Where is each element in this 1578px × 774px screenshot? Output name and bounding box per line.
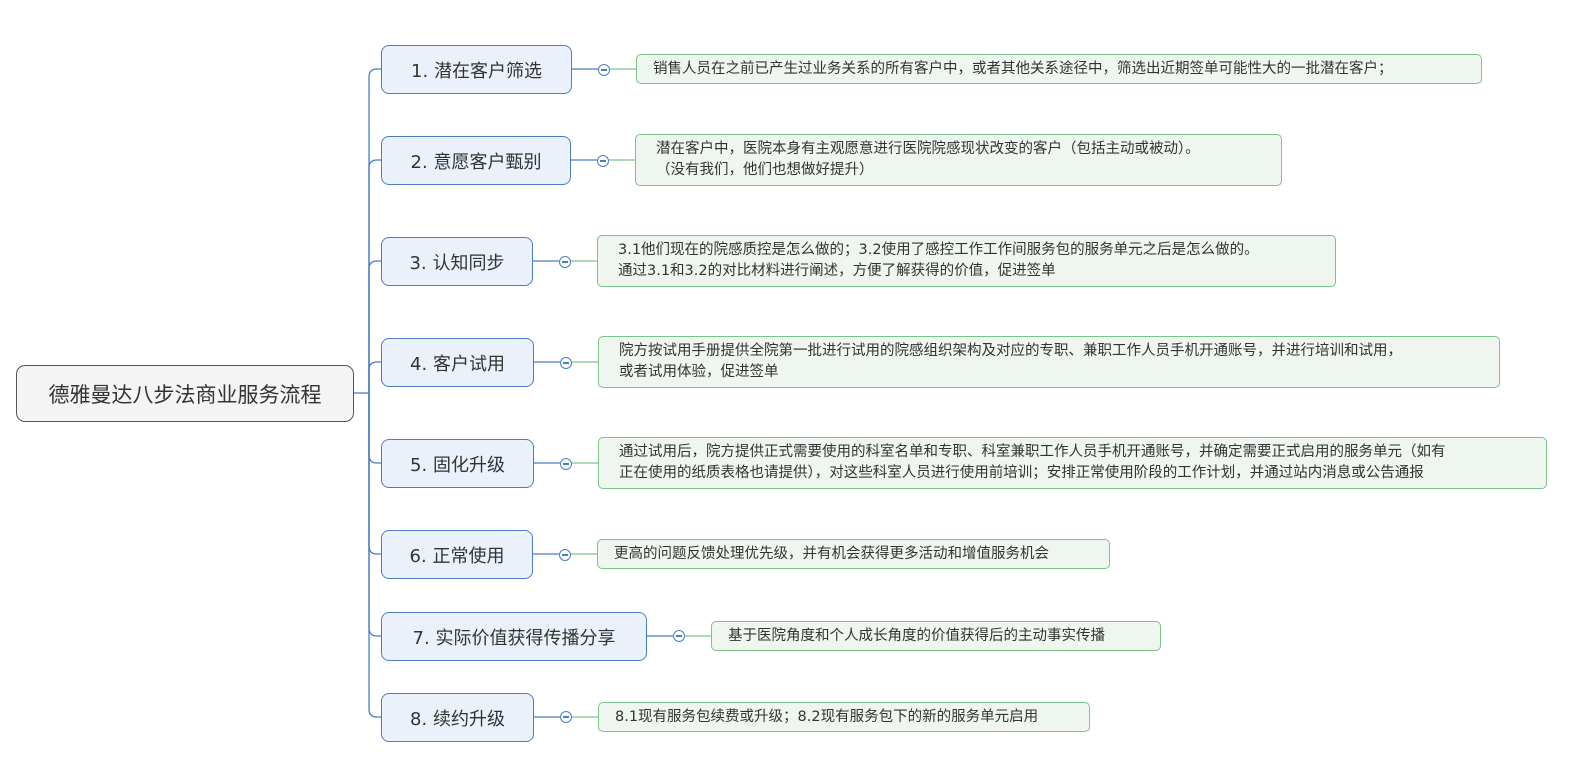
collapse-toggle-5-minus-circle-icon[interactable] — [560, 458, 572, 470]
detail-note-2: 潜在客户中，医院本身有主观愿意进行医院院感现状改变的客户（包括主动或被动）。 （… — [635, 134, 1282, 186]
step-topic-5[interactable]: 5. 固化升级 — [381, 439, 534, 488]
step-label-5: 5. 固化升级 — [410, 454, 505, 476]
detail-line: 通过3.1和3.2的对比材料进行阐述，方便了解获得的价值，促进签单 — [618, 263, 1056, 279]
step-label-8: 8. 续约升级 — [410, 708, 505, 730]
collapse-toggle-4-minus-circle-icon[interactable] — [560, 357, 572, 369]
step-label-3: 3. 认知同步 — [409, 252, 505, 274]
detail-note-8: 8.1现有服务包续费或升级；8.2现有服务包下的新的服务单元启用 — [598, 702, 1090, 732]
collapse-toggle-1-minus-circle-icon[interactable] — [598, 64, 610, 76]
detail-note-3: 3.1他们现在的院感质控是怎么做的；3.2使用了感控工作工作间服务包的服务单元之… — [597, 235, 1336, 287]
step-label-1: 1. 潜在客户筛选 — [411, 60, 542, 82]
branch-connector-4 — [368, 361, 381, 393]
collapse-toggle-6-minus-circle-icon[interactable] — [559, 549, 571, 561]
step-label-7: 7. 实际价值获得传播分享 — [412, 627, 616, 649]
collapse-toggle-2-minus-circle-icon[interactable] — [597, 155, 609, 167]
root-topic[interactable]: 德雅曼达八步法商业服务流程 — [16, 365, 354, 422]
step-topic-6[interactable]: 6. 正常使用 — [381, 530, 533, 579]
detail-line: 销售人员在之前已产生过业务关系的所有客户中，或者其他关系途径中，筛选出近期签单可… — [653, 60, 1393, 77]
collapse-toggle-3-minus-circle-icon[interactable] — [559, 256, 571, 268]
collapse-toggle-7-minus-circle-icon[interactable] — [673, 630, 685, 642]
detail-note-7: 基于医院角度和个人成长角度的价值获得后的主动事实传播 — [711, 621, 1161, 651]
detail-line: 3.1他们现在的院感质控是怎么做的；3.2使用了感控工作工作间服务包的服务单元之… — [618, 242, 1259, 258]
detail-line: 通过试用后，院方提供正式需要使用的科室名单和专职、科室兼职工作人员手机开通账号，… — [619, 444, 1446, 460]
branch-connector-1 — [368, 68, 381, 393]
detail-note-1: 销售人员在之前已产生过业务关系的所有客户中，或者其他关系途径中，筛选出近期签单可… — [636, 54, 1482, 84]
detail-line: 院方按试用手册提供全院第一批进行试用的院感组织架构及对应的专职、兼职工作人员手机… — [619, 343, 1402, 359]
step-topic-7[interactable]: 7. 实际价值获得传播分享 — [381, 612, 647, 661]
detail-line: 或者试用体验，促进签单 — [619, 364, 779, 380]
root-topic-label: 德雅曼达八步法商业服务流程 — [48, 382, 322, 407]
detail-note-4: 院方按试用手册提供全院第一批进行试用的院感组织架构及对应的专职、兼职工作人员手机… — [598, 336, 1500, 388]
step-topic-2[interactable]: 2. 意愿客户甄别 — [381, 136, 571, 185]
detail-line: （没有我们，他们也想做好提升） — [656, 162, 874, 178]
collapse-toggle-8-minus-circle-icon[interactable] — [560, 711, 572, 723]
detail-note-5: 通过试用后，院方提供正式需要使用的科室名单和专职、科室兼职工作人员手机开通账号，… — [598, 437, 1547, 489]
detail-line: 正在使用的纸质表格也请提供），对这些科室人员进行使用前培训；安排正常使用阶段的工… — [619, 465, 1424, 481]
detail-line: 潜在客户中，医院本身有主观愿意进行医院院感现状改变的客户（包括主动或被动）。 — [656, 141, 1200, 157]
step-topic-1[interactable]: 1. 潜在客户筛选 — [381, 45, 572, 94]
branch-connector-3 — [368, 260, 381, 393]
step-topic-8[interactable]: 8. 续约升级 — [381, 693, 534, 742]
branch-connector-6 — [368, 393, 381, 555]
step-label-4: 4. 客户试用 — [410, 353, 505, 375]
step-label-2: 2. 意愿客户甄别 — [410, 151, 542, 173]
detail-line: 8.1现有服务包续费或升级；8.2现有服务包下的新的服务单元启用 — [615, 708, 1039, 725]
detail-line: 基于医院角度和个人成长角度的价值获得后的主动事实传播 — [728, 627, 1105, 644]
step-topic-4[interactable]: 4. 客户试用 — [381, 338, 534, 387]
step-label-6: 6. 正常使用 — [409, 545, 505, 567]
detail-line: 更高的问题反馈处理优先级，并有机会获得更多活动和增值服务机会 — [614, 545, 1049, 562]
branch-connector-5 — [368, 393, 381, 464]
branch-connector-7 — [368, 393, 381, 637]
detail-note-6: 更高的问题反馈处理优先级，并有机会获得更多活动和增值服务机会 — [597, 539, 1110, 569]
step-topic-3[interactable]: 3. 认知同步 — [381, 237, 533, 286]
branch-connector-8 — [368, 393, 381, 718]
branch-connector-2 — [368, 159, 381, 393]
